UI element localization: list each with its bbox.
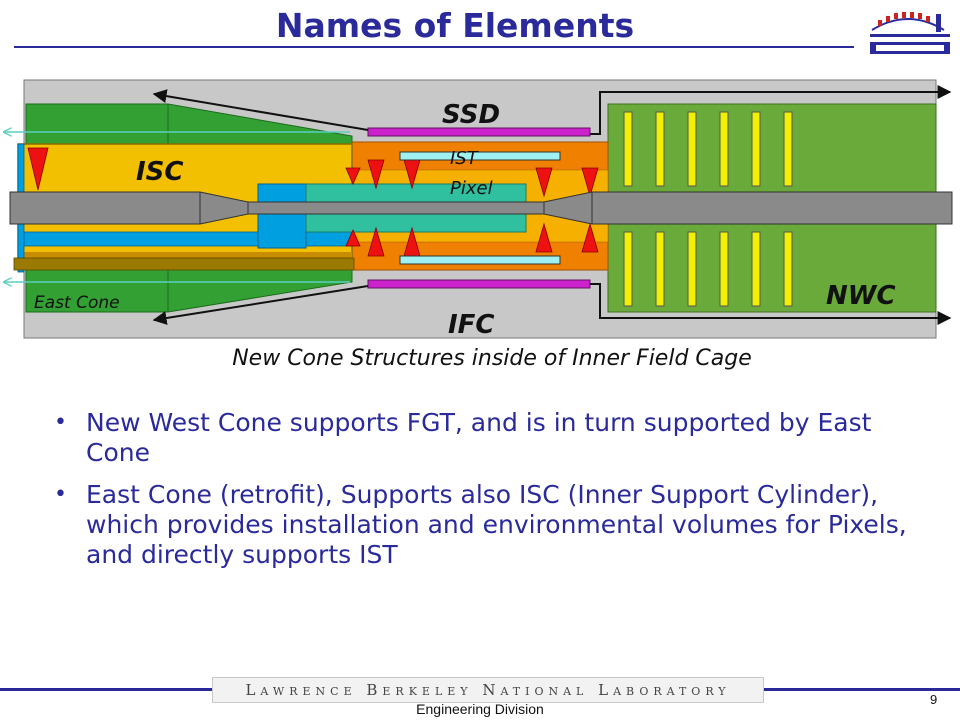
bullet-text: East Cone (retrofit), Supports also ISC …	[86, 480, 907, 569]
dimension-arrows	[152, 85, 952, 325]
bullet-dot-icon: •	[54, 410, 67, 435]
label-isc: ISC	[136, 157, 183, 187]
label-ist: IST	[450, 148, 480, 169]
bullet-list: • New West Cone supports FGT, and is in t…	[48, 408, 928, 582]
detector-cross-section-diagram: SSD ISC IST Pixel East Cone IFC NWC	[0, 79, 953, 340]
nwc-fgt-disks	[623, 111, 793, 307]
ist-bar-top	[399, 151, 561, 161]
pixel-detector-cyan	[257, 183, 307, 249]
bullet-dot-icon: •	[54, 482, 67, 507]
ssd-bar-bottom	[367, 279, 591, 289]
label-ssd: SSD	[442, 100, 500, 130]
slide-title: Names of Elements	[275, 6, 635, 45]
cyan-arrows	[4, 132, 350, 282]
diagram-caption: New Cone Structures inside of Inner Fiel…	[232, 346, 752, 371]
bullet-item: • New West Cone supports FGT, and is in t…	[48, 408, 928, 468]
berkeley-lab-logo-icon	[870, 12, 950, 54]
ist-bar-bottom	[399, 255, 561, 265]
ssd-bar-top	[367, 127, 591, 137]
bullet-item: • East Cone (retrofit), Supports also ISC…	[48, 480, 928, 570]
lab-name-banner: Lawrence Berkeley National Laboratory	[212, 677, 764, 703]
division-label: Engineering Division	[416, 701, 544, 717]
label-nwc: NWC	[826, 281, 896, 311]
red-supports	[27, 147, 599, 257]
bullet-text: New West Cone supports FGT, and is in tu…	[86, 408, 872, 467]
label-east-cone: East Cone	[34, 293, 120, 313]
page-number: 9	[930, 692, 938, 707]
title-underline	[14, 46, 854, 48]
label-ifc: IFC	[448, 310, 495, 340]
label-pixel: Pixel	[450, 178, 493, 199]
